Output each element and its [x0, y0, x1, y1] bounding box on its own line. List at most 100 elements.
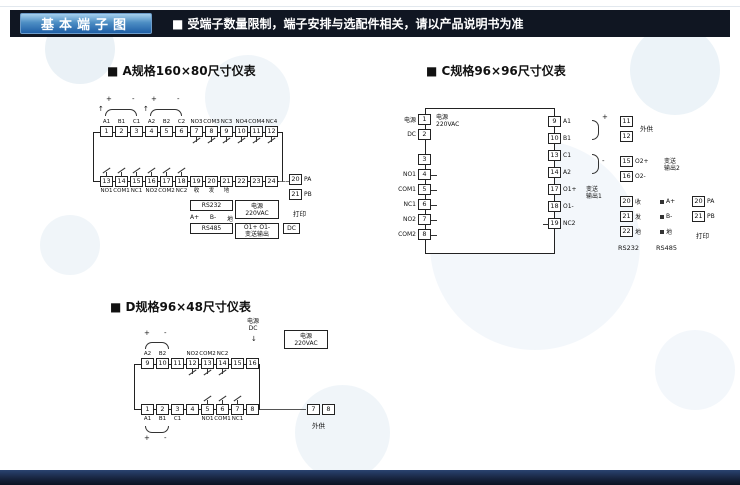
page-top-rule — [0, 6, 740, 7]
section-a-title: ■ A规格160×80尺寸仪表 — [107, 64, 256, 78]
page-footer-bar — [0, 470, 740, 485]
terminal-box-23: 23 — [250, 176, 263, 187]
terminal-cell: 15 — [230, 350, 245, 369]
terminal-label: B- — [209, 214, 217, 221]
minus-sign: - — [177, 95, 180, 103]
terminal-box-3: 3 — [171, 404, 184, 415]
terminal-box-14: 14 — [216, 358, 229, 374]
terminal-label: NC1 — [403, 201, 417, 208]
a-print-link-line — [279, 181, 289, 182]
d-aux-link-line — [260, 409, 306, 410]
plus-sign: + — [602, 113, 608, 121]
terminal-box-10: 10 — [548, 133, 561, 144]
terminal-box-4: 4 — [186, 404, 199, 415]
terminal-cell: 16 — [245, 350, 260, 369]
transmit-label: 变送 — [586, 186, 599, 193]
terminal-label: PA — [707, 198, 715, 205]
c-rs485-caption: RS485 — [656, 244, 678, 252]
terminal-box-6: 6 — [216, 400, 229, 415]
a-input2-polarity-marks: + - ↑ — [143, 95, 188, 118]
terminal-box-16: 16 — [246, 358, 259, 369]
terminal-box-4: 4 — [418, 169, 437, 180]
terminal-cell: 8 — [245, 404, 260, 423]
terminal-label: NC2 — [563, 220, 576, 227]
terminal-label: B1 — [158, 416, 167, 422]
terminal-box-20: 20 — [205, 176, 218, 187]
terminal-box-20: 20 — [692, 196, 705, 207]
terminal-box-22: 22 — [620, 226, 633, 237]
output2-label: 输出2 — [664, 165, 680, 172]
terminal-box-11: 11 — [171, 358, 184, 369]
transmit-output-label: 变送输出 — [244, 231, 269, 238]
a-rs485-box: RS485 — [190, 223, 233, 234]
terminal-label: NO2 — [402, 216, 416, 223]
terminal-cell: 4 — [185, 404, 200, 423]
terminal-label: NO4 — [235, 119, 248, 125]
terminal-cell: 11 — [620, 116, 633, 127]
terminal-label: A2 — [143, 351, 152, 357]
terminal-label: NC4 — [265, 119, 278, 125]
terminal-box-12: 12 — [186, 358, 199, 374]
terminal-box-1: 1 — [418, 114, 431, 125]
terminal-label: 收 — [635, 199, 642, 206]
down-arrow-icon: ↓ — [251, 335, 257, 343]
d-input2-polarity-marks: + - — [142, 330, 172, 352]
plus-sign: + — [144, 329, 150, 337]
terminal-label: COM1 — [113, 188, 130, 194]
terminal-box-17: 17 — [160, 172, 173, 187]
terminal-label: 地 — [226, 216, 233, 223]
terminal-box-10: 10 — [156, 358, 169, 369]
terminal-box-3: 3 — [418, 154, 431, 165]
rs232-label: RS232 — [201, 202, 222, 209]
terminal-label: COM1 — [398, 186, 416, 193]
terminal-cell: 7 — [306, 404, 321, 415]
terminal-box-11: 11 — [620, 116, 633, 127]
terminal-label: B1 — [563, 135, 571, 142]
terminal-box-14: 14 — [548, 167, 561, 178]
terminal-label: C1 — [132, 119, 141, 125]
terminal-box-18: 18 — [175, 172, 188, 187]
a-print-caption: 打印 — [293, 210, 306, 218]
terminal-box-1: 1 — [100, 126, 113, 137]
terminal-label: O2- — [635, 173, 646, 180]
c-print-caption: 打印 — [696, 232, 709, 240]
c-rs232-caption: RS232 — [618, 244, 640, 252]
terminal-box-14: 14 — [115, 172, 128, 187]
minus-sign: - — [164, 434, 167, 442]
a-rs485-terminal-labels: A+B-地 — [190, 214, 233, 223]
terminal-box-6: 6 — [418, 199, 437, 210]
terminal-box-7: 7 — [418, 214, 437, 225]
terminal-label: COM3 — [203, 119, 220, 125]
header-note: ■ 受端子数量限制，端子安排与选配件相关，请以产品说明书为准 — [172, 17, 524, 31]
